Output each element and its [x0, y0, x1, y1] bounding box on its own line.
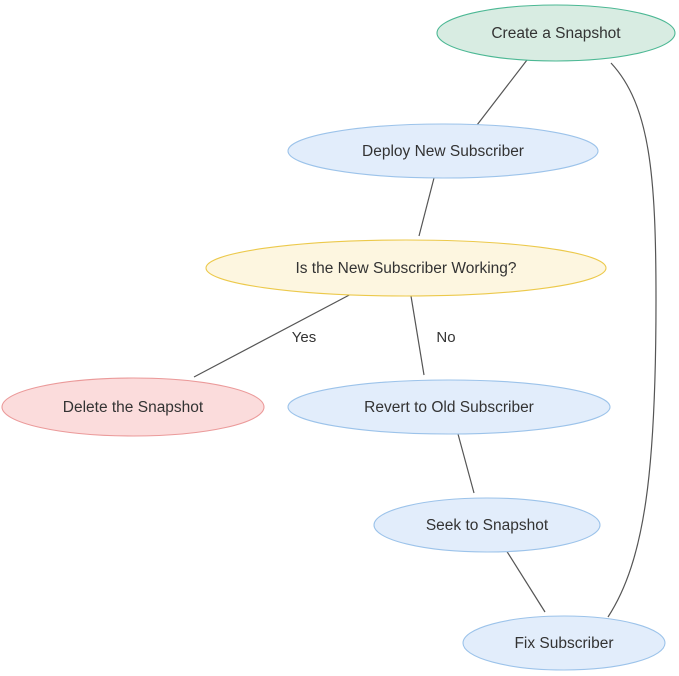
edge-line [193, 291, 356, 378]
edge-line [410, 295, 425, 376]
edge-edge-question-to-delete-yes [188, 291, 356, 392]
node-label: Seek to Snapshot [426, 517, 549, 534]
node-fix-subscriber[interactable]: Fix Subscriber [462, 615, 666, 671]
node-seek-to-snapshot[interactable]: Seek to Snapshot [373, 497, 601, 553]
node-label: Delete the Snapshot [63, 399, 204, 416]
node-label: Fix Subscriber [514, 635, 613, 652]
edge-line [418, 177, 435, 237]
edge-labels-layer: Yes No [292, 329, 456, 346]
node-label: Is the New Subscriber Working? [295, 260, 516, 277]
node-shape-ellipse[interactable] [205, 239, 607, 297]
node-shape-ellipse[interactable] [436, 4, 676, 62]
node-is-new-subscriber-working[interactable]: Is the New Subscriber Working? [205, 239, 607, 297]
edge-line [607, 62, 657, 618]
node-label: Revert to Old Subscriber [364, 399, 534, 416]
node-shape-ellipse[interactable] [373, 497, 601, 553]
node-label: Create a Snapshot [491, 25, 621, 42]
edge-edge-question-to-revert-no [410, 295, 428, 394]
edge-line [457, 433, 475, 494]
edge-line [505, 549, 546, 613]
node-revert-to-old-subscriber[interactable]: Revert to Old Subscriber [287, 379, 611, 435]
edge-label-no: No [436, 329, 455, 346]
node-shape-ellipse[interactable] [287, 379, 611, 435]
node-delete-the-snapshot[interactable]: Delete the Snapshot [1, 377, 265, 437]
edge-edge-fix-to-create-loop [606, 45, 657, 618]
edge-label-yes: Yes [292, 329, 316, 346]
node-deploy-new-subscriber[interactable]: Deploy New Subscriber [287, 123, 599, 179]
node-label: Deploy New Subscriber [362, 143, 524, 160]
node-shape-ellipse[interactable] [287, 123, 599, 179]
node-shape-ellipse[interactable] [462, 615, 666, 671]
edge-line [476, 59, 528, 126]
node-shape-ellipse[interactable] [1, 377, 265, 437]
node-create-snapshot[interactable]: Create a Snapshot [436, 4, 676, 62]
